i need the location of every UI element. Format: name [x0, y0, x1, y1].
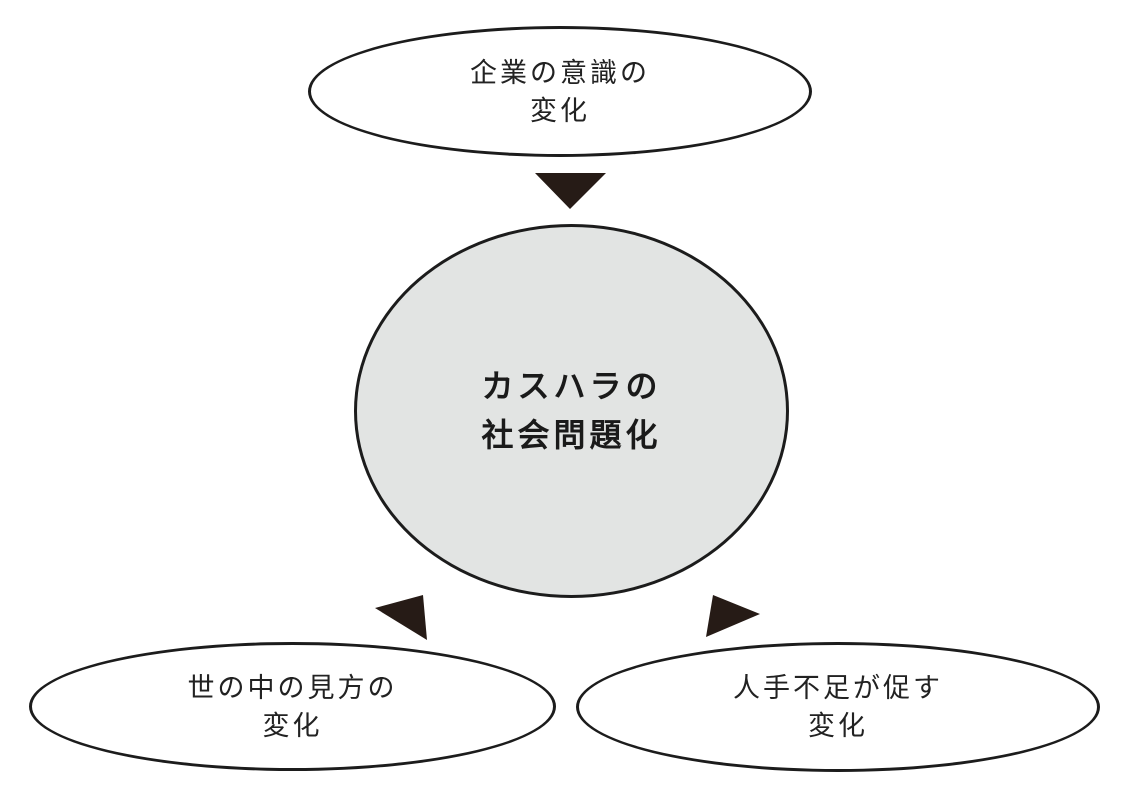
arrow-down-right-icon: [706, 595, 760, 637]
node-labor-shortage-change: 人手不足が促す 変化: [576, 642, 1100, 772]
node-label-line2: 変化: [262, 710, 323, 741]
node-corporate-awareness-change: 企業の意識の 変化: [308, 26, 812, 157]
node-label-line1: 世の中の見方の: [187, 672, 398, 703]
node-society-viewpoint-change: 世の中の見方の 変化: [29, 642, 556, 771]
node-label-line1: 人手不足が促す: [733, 673, 943, 703]
node-label-line2: 変化: [530, 95, 590, 126]
node-kasuhara-social-problematization: カスハラの 社会問題化: [354, 224, 789, 598]
node-label-line2: 社会問題化: [481, 417, 662, 453]
node-label-line1: カスハラの: [481, 368, 662, 404]
node-label-line2: 変化: [808, 711, 868, 741]
node-label-line1: 企業の意識の: [470, 57, 650, 88]
arrow-down-icon: [535, 173, 606, 209]
arrow-down-left-icon: [375, 595, 427, 640]
